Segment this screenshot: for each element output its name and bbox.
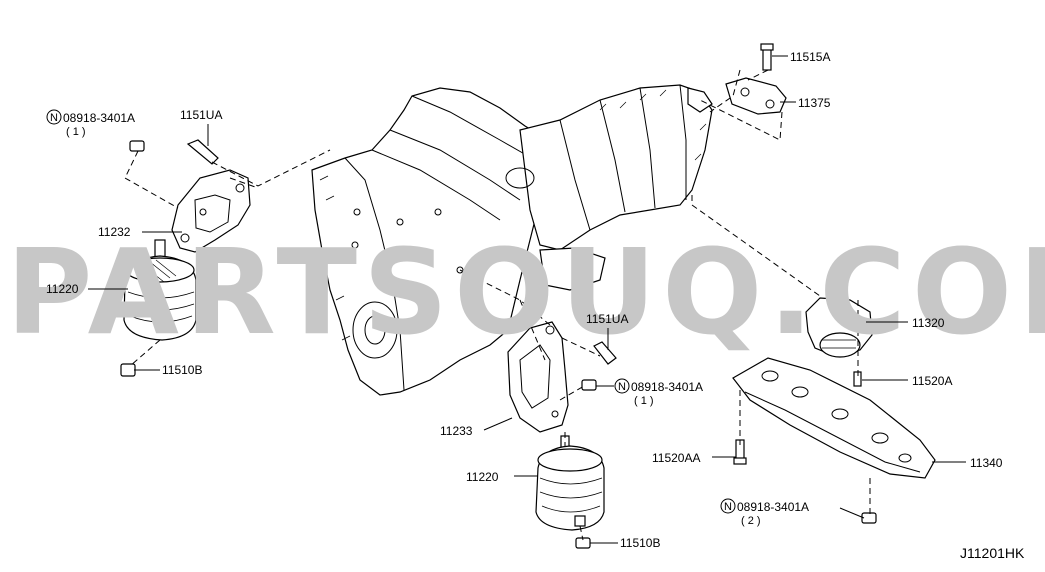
fasteners [120, 139, 877, 549]
engine-mount-11220-left [123, 239, 197, 341]
rear-mount-11375 [725, 43, 787, 115]
nut-symbol-letter: N [50, 112, 58, 124]
part-label-11220-left[interactable]: 11220 [46, 282, 79, 296]
part-label-11515A[interactable]: 11515A [790, 50, 830, 64]
qty-label-mid: ( 1 ) [634, 395, 654, 407]
part-label-11520A[interactable]: 11520A [912, 374, 952, 388]
part-label-11375[interactable]: 11375 [798, 96, 831, 110]
nut-symbol-letter: N [618, 381, 626, 393]
part-label-11510B-bottom[interactable]: 11510B [620, 536, 660, 550]
engine-mount-11220-bottom [535, 435, 605, 531]
part-label-11340[interactable]: 11340 [970, 456, 1003, 470]
watermark-text: PARTSOUQ.COM [6, 223, 1045, 361]
part-label-08918-3401A-bottom[interactable]: 08918-3401A [737, 500, 809, 514]
nut-symbol-bottom: N [720, 498, 736, 514]
part-label-11320[interactable]: 11320 [912, 316, 945, 330]
qty-label-top-left: ( 1 ) [66, 126, 86, 138]
nut-symbol-letter: N [724, 501, 732, 513]
leader-lines [88, 55, 966, 544]
part-label-11510B-left[interactable]: 11510B [162, 363, 202, 377]
diagram-code: J11201HK [960, 545, 1025, 561]
nut-symbol-mid: N [614, 378, 630, 394]
rear-insulator-11320 [805, 297, 873, 358]
bracket-11232 [171, 169, 251, 253]
qty-label-bottom: ( 2 ) [741, 515, 761, 527]
part-label-1151UA-top[interactable]: 1151UA [180, 108, 222, 122]
crossmember-11340 [732, 357, 936, 479]
part-label-11520AA[interactable]: 11520AA [652, 451, 701, 465]
part-label-1151UA-mid[interactable]: 1151UA [586, 312, 628, 326]
part-label-11233[interactable]: 11233 [440, 424, 473, 438]
assembly-dashed-lines [124, 69, 871, 541]
part-label-08918-3401A-top-left[interactable]: 08918-3401A [63, 111, 135, 125]
nut-symbol-top-left: N [46, 109, 62, 125]
engine-transmission-assembly [311, 84, 713, 396]
part-label-11220-bottom[interactable]: 11220 [466, 470, 499, 484]
part-label-08918-3401A-mid[interactable]: 08918-3401A [631, 380, 703, 394]
bracket-11233 [507, 321, 569, 433]
part-label-11232[interactable]: 11232 [98, 225, 131, 239]
